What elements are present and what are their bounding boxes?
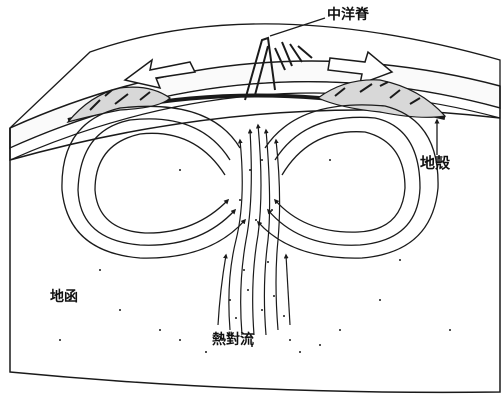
ridge-leader-line [270,18,325,36]
crust-label: 地殼 [420,156,450,171]
rising-plume [218,125,290,335]
convection-cell-right [258,105,438,258]
mid-ocean-ridge-label: 中洋脊 [327,8,369,22]
heat-convection-label: 熱對流 [212,333,254,347]
mantle-label: 地函 [50,290,78,304]
